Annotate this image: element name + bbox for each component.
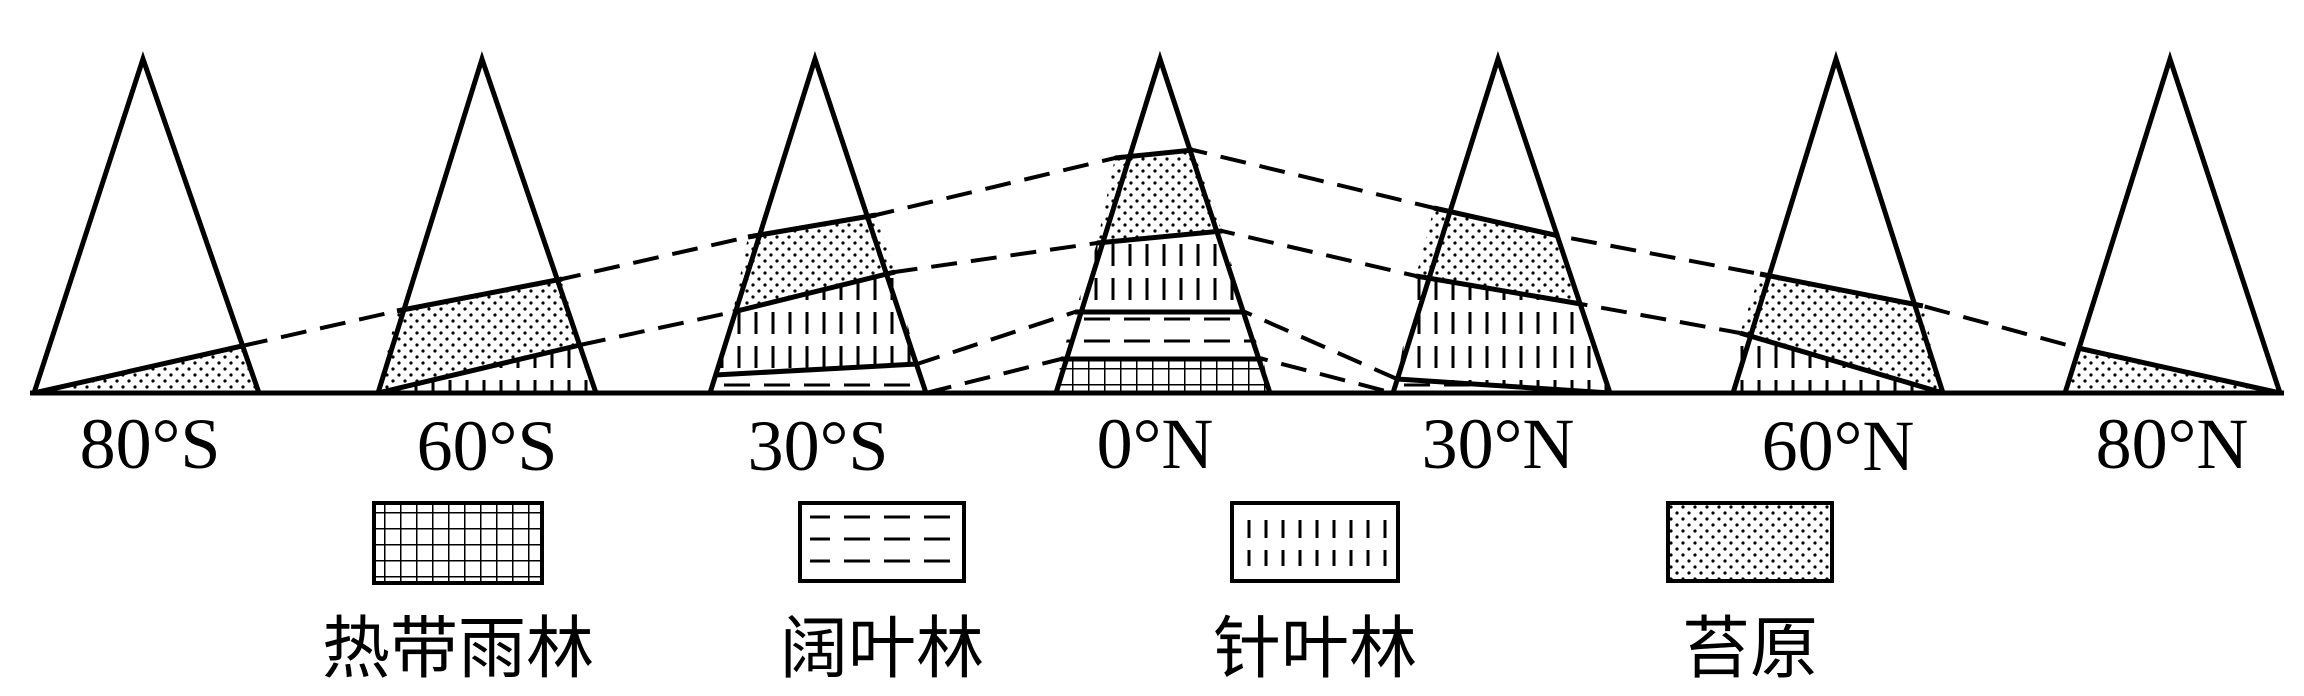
zone-connectors xyxy=(241,147,2079,395)
tundra-zone-60s xyxy=(378,279,580,393)
tundra-zone-30s xyxy=(733,215,895,312)
legend-item-tropical-rainforest: 热带雨林 xyxy=(322,501,594,689)
coniferous-zone-30n xyxy=(1397,276,1610,393)
legend-swatch-dots xyxy=(1666,501,1834,583)
mountain-80n xyxy=(2061,50,2284,396)
boundary-60n-lower xyxy=(1739,330,1944,396)
coniferous-upper-connector xyxy=(579,228,1741,347)
boundary-80s xyxy=(33,343,243,396)
coniferous-zone-30s xyxy=(715,272,917,375)
boundary-0n-3 xyxy=(1096,228,1223,246)
latitude-label-60n: 60°N xyxy=(1762,406,1915,486)
latitude-label-30s: 30°S xyxy=(748,406,889,486)
broadleaf-upper-connector xyxy=(714,310,1398,381)
zone-fills xyxy=(34,150,2280,393)
latitude-label-0n: 0°N xyxy=(1097,404,1214,484)
rainforest-upper-connector xyxy=(925,357,1394,395)
legend-label-tropical-rainforest: 热带雨林 xyxy=(322,610,594,689)
tundra-zone-60n xyxy=(1740,274,1943,393)
tundra-zone-0n xyxy=(1097,150,1222,243)
latitude-label-80s: 80°S xyxy=(80,404,221,484)
broadleaf-zone-0n xyxy=(1061,312,1263,359)
legend-swatch-vline-fill xyxy=(1240,520,1390,566)
legend-swatch-dash-fill xyxy=(810,510,956,576)
rainforest-zone-0n xyxy=(1056,359,1270,393)
boundary-60s-lower xyxy=(377,342,581,396)
legend-label-coniferous-forest: 针叶林 xyxy=(1213,610,1417,689)
legend-item-broadleaf-forest: 阔叶林 xyxy=(780,501,984,689)
legend-item-coniferous-forest: 针叶林 xyxy=(1213,501,1417,689)
legend-item-tundra: 苔原 xyxy=(1666,501,1834,689)
boundary-80n xyxy=(2077,345,2281,396)
legend-label-broadleaf-forest: 阔叶林 xyxy=(780,610,984,689)
latitude-label-80n: 80°N xyxy=(2096,404,2249,484)
legend-swatch-grid xyxy=(372,501,544,585)
latitude-label-60s: 60°S xyxy=(417,406,558,486)
legend-label-tundra: 苔原 xyxy=(1682,610,1818,689)
mountain-80s xyxy=(30,51,263,396)
tundra-upper-connector xyxy=(241,147,2079,350)
latitude-labels: 80°S 60°S 30°S 0°N 30°N 60°N 80°N xyxy=(80,404,2249,486)
coniferous-zone-0n xyxy=(1075,231,1245,312)
latitude-label-30n: 30°N xyxy=(1422,404,1575,484)
broadleaf-zone-30s xyxy=(710,364,926,393)
legend: 热带雨林 阔叶林 针叶林 苔原 xyxy=(322,501,1834,689)
